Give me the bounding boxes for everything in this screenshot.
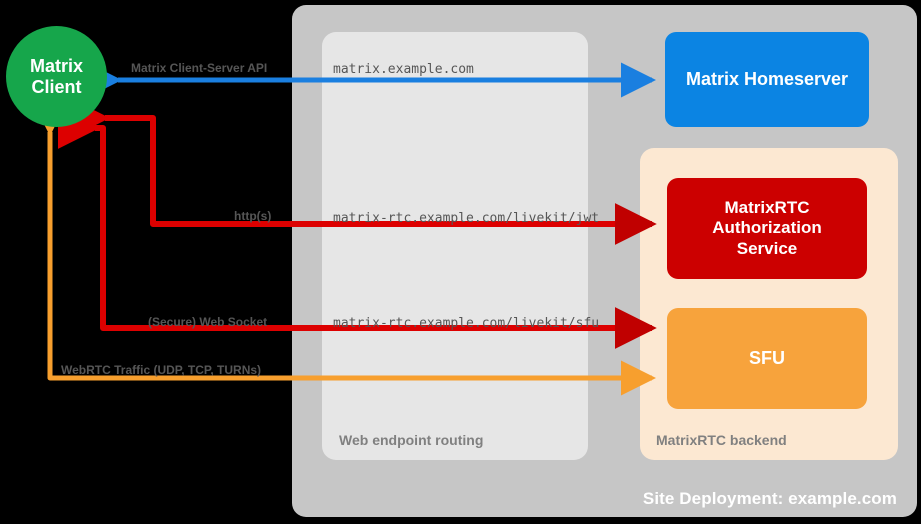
auth-service-label-line2: Authorization [712, 218, 822, 238]
edge-label-web-socket: (Secure) Web Socket [148, 315, 268, 329]
matrix-homeserver-label: Matrix Homeserver [685, 69, 849, 89]
matrixrtc-backend-label: MatrixRTC backend [656, 432, 787, 448]
url-label-livekit-sfu: matrix-rtc.example.com/livekit/sfu [333, 316, 600, 331]
node-matrix-client[interactable]: Matrix Client [6, 26, 107, 127]
edge-label-matrix-client-server-api: Matrix Client-Server API [131, 61, 268, 75]
auth-service-label-line1: MatrixRTC [724, 197, 810, 217]
url-label-livekit-jwt: matrix-rtc.example.com/livekit/jwt [333, 211, 600, 226]
matrix-client-label-line1: Matrix [29, 56, 83, 77]
node-matrix-homeserver[interactable]: Matrix Homeserver [665, 32, 869, 127]
sfu-label: SFU [749, 348, 785, 368]
matrix-client-label-line2: Client [31, 76, 82, 97]
auth-service-label-line3: Service [736, 238, 798, 258]
edge-web-socket [57, 107, 657, 349]
node-matrixrtc-authorization-service[interactable]: MatrixRTC Authorization Service [667, 178, 867, 279]
url-label-matrix-example-com: matrix.example.com [333, 62, 474, 77]
site-deployment-label: Site Deployment: example.com [642, 489, 897, 508]
edge-label-https: http(s) [234, 209, 272, 223]
edge-https [67, 97, 657, 245]
edge-webrtc-traffic [32, 101, 657, 396]
web-endpoint-routing-label: Web endpoint routing [339, 432, 484, 448]
edge-label-webrtc-traffic: WebRTC Traffic (UDP, TCP, TURNs) [61, 363, 262, 377]
node-sfu[interactable]: SFU [667, 308, 867, 409]
